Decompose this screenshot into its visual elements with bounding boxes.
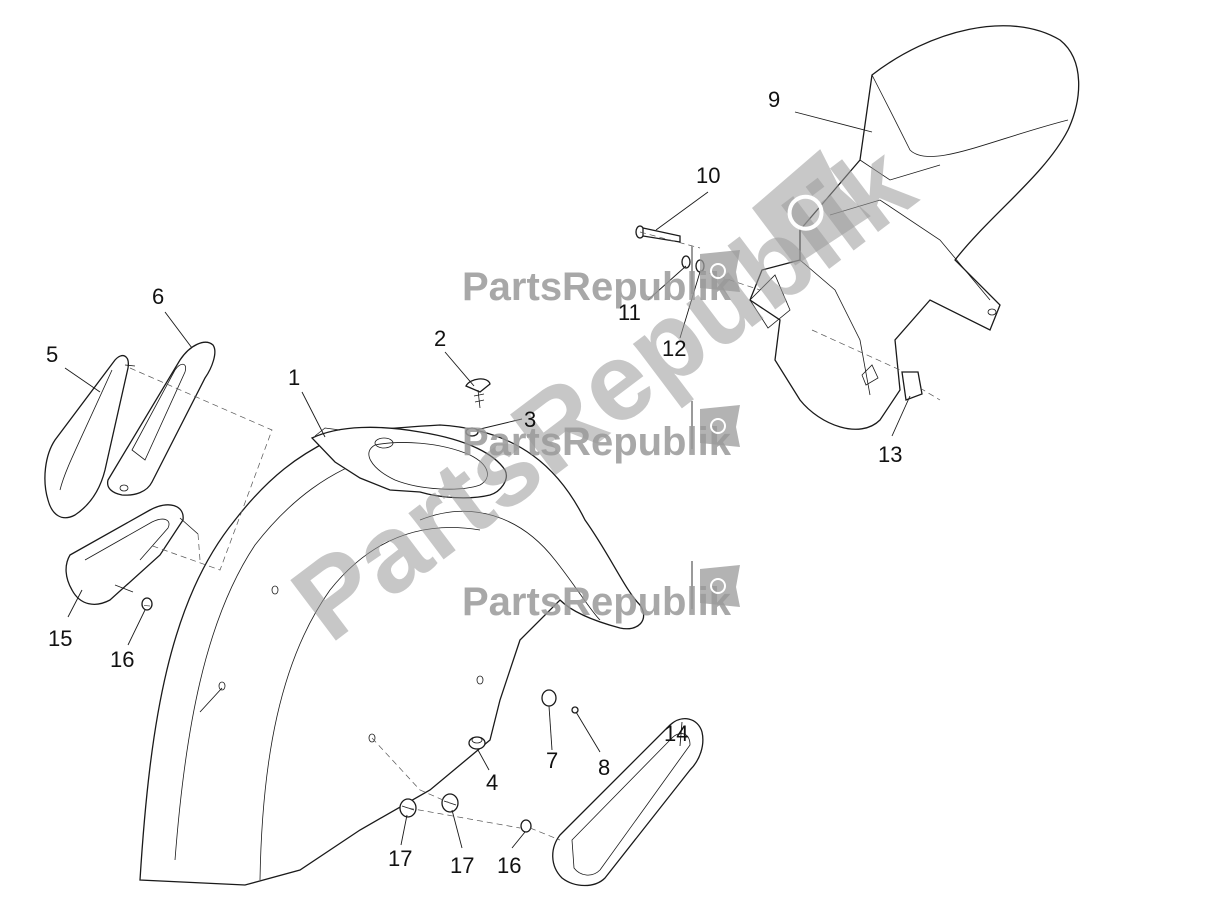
watermark-text: PartsRepublik — [462, 265, 732, 309]
front-mudguard-part — [139, 424, 645, 886]
grommet-part — [468, 736, 486, 750]
callout-labels: 1 2 3 4 5 6 7 8 9 10 11 12 13 14 15 16 1… — [46, 87, 902, 878]
callout-number: 17 — [450, 853, 474, 878]
watermark-gear-icon-large — [751, 149, 871, 266]
callout-number: 16 — [110, 647, 134, 672]
bush-part — [541, 689, 557, 707]
side-trim-right-part — [106, 341, 216, 496]
callout-number: 1 — [288, 365, 300, 390]
watermark-gear-icon — [691, 401, 740, 449]
small-screw-part — [571, 706, 579, 714]
callout-number: 12 — [662, 336, 686, 361]
callout-number: 5 — [46, 342, 58, 367]
watermark-text: PartsRepublik — [462, 420, 732, 464]
reflector-bracket-part — [65, 504, 199, 605]
side-trim-left-part — [44, 354, 136, 519]
callout-number: 6 — [152, 284, 164, 309]
watermark-gear-icon — [691, 246, 740, 294]
spring-nut-part — [901, 371, 923, 401]
callout-number: 14 — [664, 721, 688, 746]
reflector-housing-part — [552, 718, 704, 887]
callout-number: 8 — [598, 755, 610, 780]
callout-number: 4 — [486, 770, 498, 795]
callout-number: 2 — [434, 326, 446, 351]
leader-lines — [64, 111, 911, 849]
assembly-guides — [129, 231, 941, 841]
callout-number: 17 — [388, 846, 412, 871]
callout-number: 3 — [524, 407, 536, 432]
callout-number: 13 — [878, 442, 902, 467]
callout-number: 10 — [696, 163, 720, 188]
clip-part — [465, 427, 479, 437]
rear-mudguard-part — [749, 25, 1080, 430]
callout-number: 16 — [497, 853, 521, 878]
callout-number: 11 — [618, 300, 641, 325]
callout-number: 7 — [546, 748, 558, 773]
screw-part — [465, 378, 491, 409]
watermark-text: PartsRepublik — [462, 580, 732, 624]
rivet-part — [141, 597, 532, 833]
callout-number: 15 — [48, 626, 72, 651]
watermark-gear-icon — [691, 561, 740, 609]
callout-number: 9 — [768, 87, 780, 112]
